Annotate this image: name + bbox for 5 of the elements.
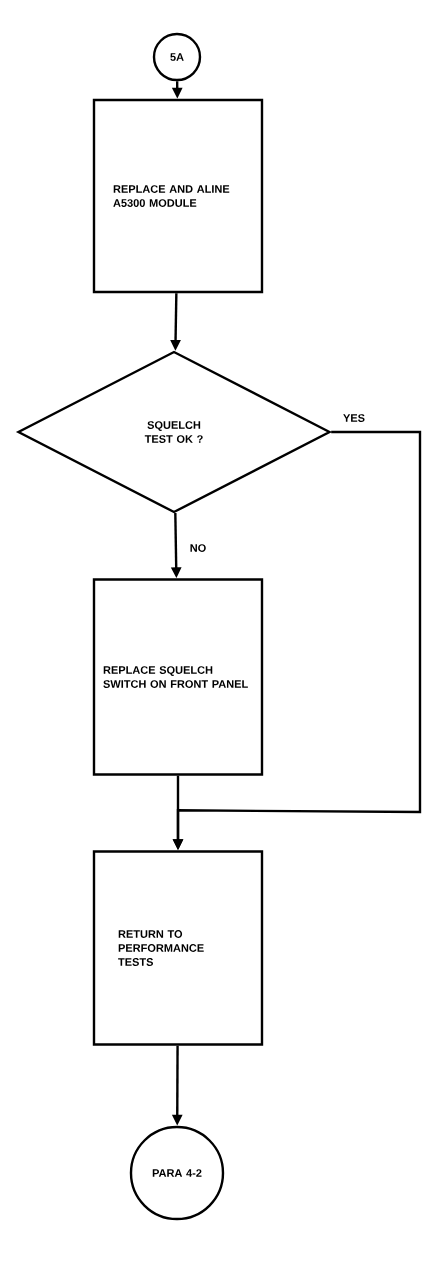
edge-label: NO [188,543,208,553]
edge-label: YES [342,413,366,423]
process-box: REPLACE SQUELCH SWITCH ON FRONT PANEL [92,578,264,776]
process-box: REPLACE AND ALINE A5300 MODULE [92,98,264,294]
process-box: RETURN TO PERFORMANCE TESTS [92,850,264,1046]
